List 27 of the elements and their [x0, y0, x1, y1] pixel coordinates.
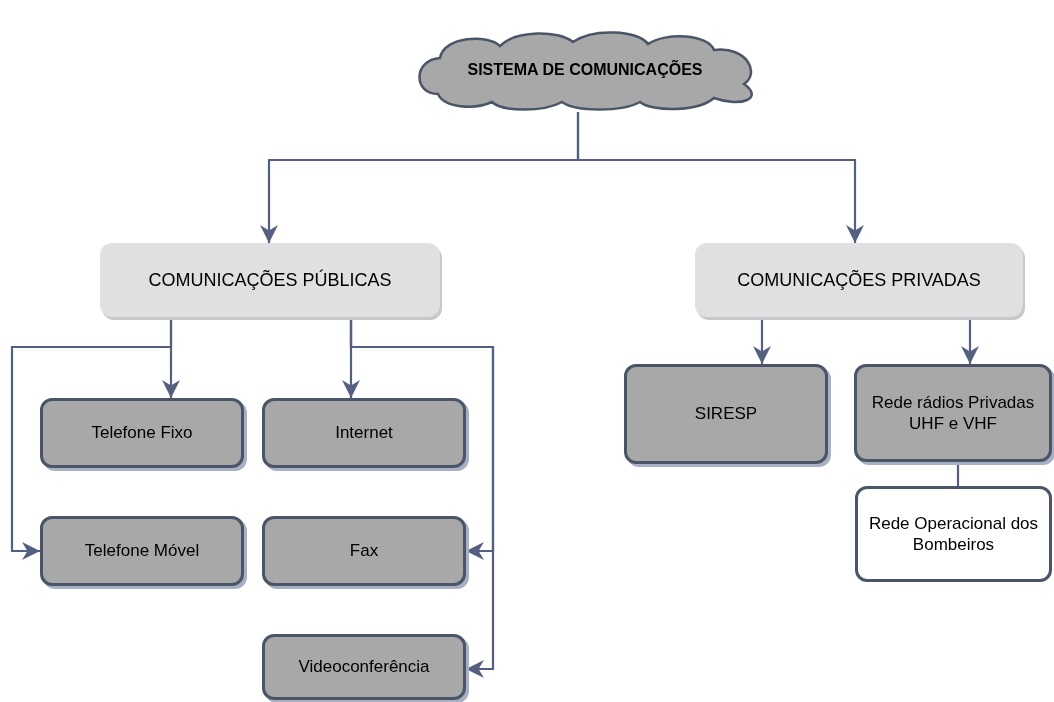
connector-line: [956, 462, 960, 486]
box-label: Telefone Móvel: [84, 540, 200, 562]
process-box: [624, 364, 828, 464]
box-label: Fax: [349, 540, 379, 562]
arrow: [753, 317, 771, 364]
arrow: [576, 112, 864, 243]
arrow: [961, 317, 979, 364]
box-label: Rede Operacional dos Bombeiros: [867, 512, 1040, 556]
category-box: [695, 243, 1023, 317]
process-box: [262, 516, 466, 586]
box-label: Internet: [335, 422, 393, 444]
process-box: [262, 634, 466, 700]
box-label: Videoconferência: [298, 656, 430, 678]
box-label: Telefone Fixo: [91, 422, 193, 444]
process-box: [854, 364, 1052, 462]
process-box: [262, 398, 466, 468]
box-label: SIRESP: [694, 403, 758, 425]
box-label: COMUNICAÇÕES PÚBLICAS: [148, 268, 392, 292]
process-box: [40, 398, 244, 468]
process-box: [855, 486, 1052, 582]
process-box: [40, 516, 244, 586]
cloud-label: SISTEMA DE COMUNICAÇÕES: [467, 60, 703, 80]
box-label: COMUNICAÇÕES PRIVADAS: [737, 268, 981, 292]
category-box: [100, 243, 440, 317]
arrow: [10, 317, 173, 560]
arrow: [349, 317, 495, 678]
box-label: Rede rádios Privadas UHF e VHF: [870, 391, 1036, 435]
